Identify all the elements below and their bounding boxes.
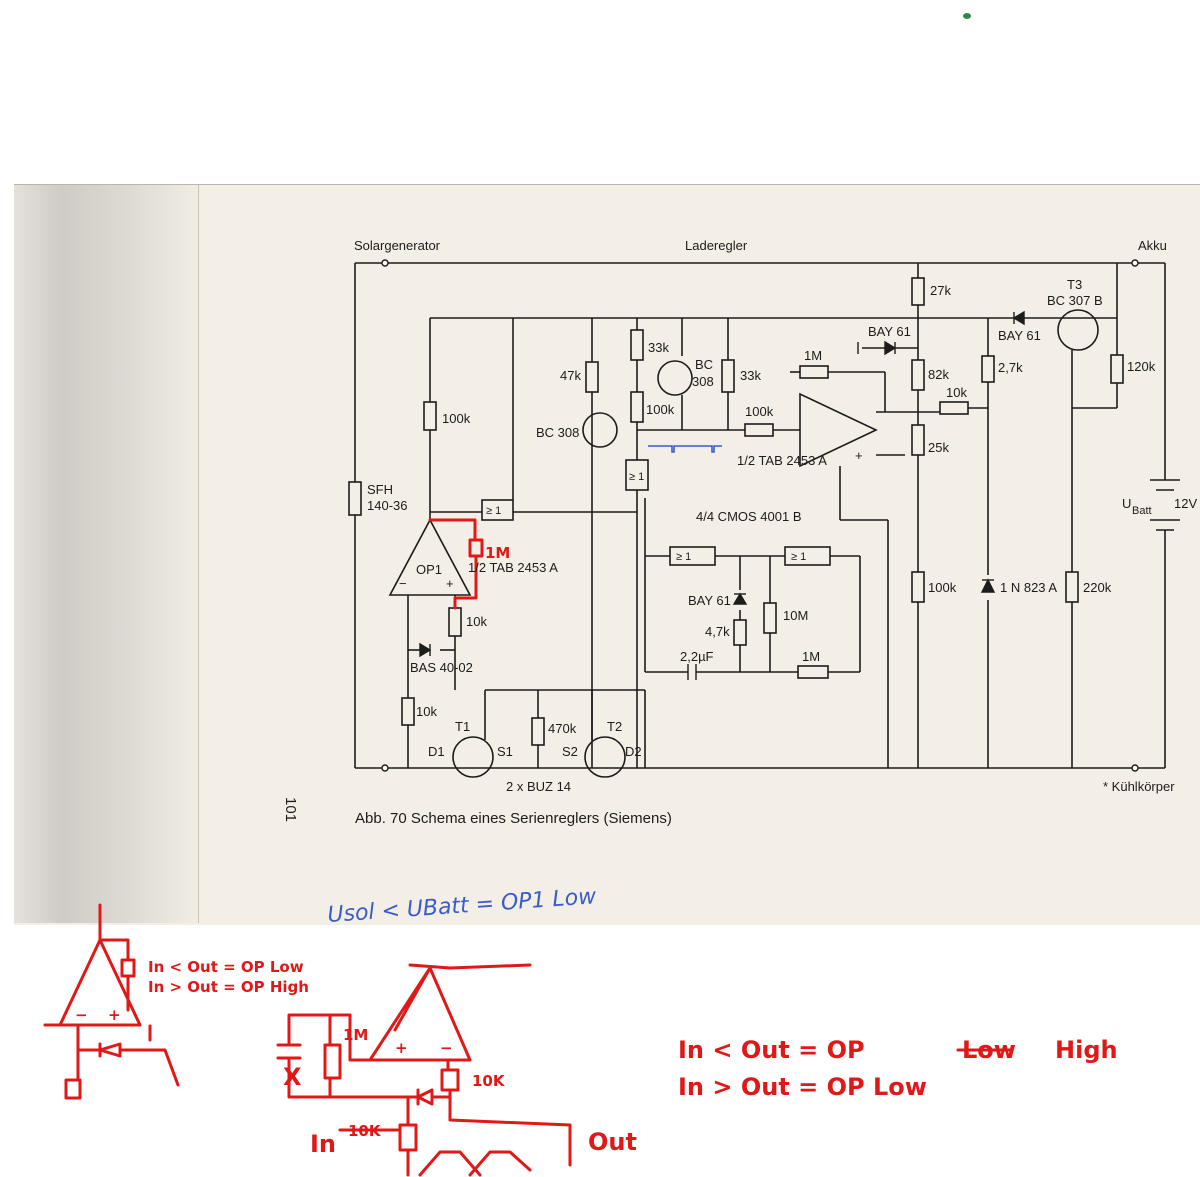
label-r1m-bot: 1M	[802, 649, 820, 664]
label-ubatt-sub: Batt	[1132, 505, 1152, 517]
label-r10k-b: 10k	[416, 704, 437, 719]
label-r1m-top: 1M	[804, 348, 822, 363]
label-r470k: 470k	[548, 721, 577, 736]
label-d1: D1	[428, 744, 445, 759]
resistors	[348, 277, 1124, 746]
label-r10m: 10M	[783, 608, 808, 623]
red-big-rule-1a: In < Out = OP	[678, 1036, 865, 1064]
label-r10k-h: 10k	[946, 385, 967, 400]
label-cmos: 4/4 CMOS 4001 B	[696, 509, 802, 524]
diodes	[419, 310, 1025, 680]
nor-gates	[481, 459, 831, 566]
red-left-minus: −	[75, 1006, 88, 1024]
label-bas: BAS 40-02	[410, 660, 473, 675]
label-op1: OP1	[416, 562, 442, 577]
label-1n823a: 1 N 823 A	[1000, 580, 1057, 595]
label-r10k-a: 10k	[466, 614, 487, 629]
label-12v: 12V	[1174, 496, 1197, 511]
red-big-rule-1b: High	[1055, 1036, 1118, 1064]
schematic-wires	[354, 262, 1180, 778]
red-sketch-center	[276, 963, 572, 1177]
red-rule-2: In > Out = OP High	[148, 978, 309, 996]
label-r100k-mid: 100k	[646, 402, 675, 417]
page-binding-shadow	[14, 185, 204, 923]
label-r27k: 27k	[930, 283, 951, 298]
label-r100k-r: 100k	[928, 580, 957, 595]
red-out: Out	[588, 1128, 637, 1156]
label-bay61-a: BAY 61	[868, 324, 911, 339]
label-op2-plus: +	[855, 448, 863, 463]
gate-labels: ≥ 1 ≥ 1 ≥ 1 ≥ 1	[486, 471, 806, 563]
red-rule-1: In < Out = OP Low	[148, 958, 304, 976]
red-center-plus: +	[395, 1039, 408, 1057]
label-r220k: 220k	[1083, 580, 1112, 595]
label-r100k-h: 100k	[745, 404, 774, 419]
label-buz: 2 x BUZ 14	[506, 779, 571, 794]
red-left-plus: +	[108, 1006, 121, 1024]
label-sfh: SFH	[367, 482, 393, 497]
label-c2-2: 2,2µF	[680, 649, 714, 664]
schematic-labels: Solargenerator Laderegler Akku SFH 140-3…	[282, 238, 1197, 827]
red-x: X	[283, 1063, 302, 1091]
gate-label-2: ≥ 1	[629, 471, 644, 483]
label-t3-type: BC 307 B	[1047, 293, 1103, 308]
label-r2-7k: 2,7k	[998, 360, 1023, 375]
ink-dot	[963, 13, 971, 19]
label-s2: S2	[562, 744, 578, 759]
label-r33k-a: 33k	[648, 340, 669, 355]
label-t3: T3	[1067, 277, 1082, 292]
blue-pulse-mark	[648, 445, 722, 453]
red-in: In	[310, 1130, 336, 1158]
red-big-rule-2: In > Out = OP Low	[678, 1073, 927, 1101]
label-bc-b-num: 308	[692, 374, 714, 389]
label-kuehlkoerper: * Kühlkörper	[1103, 779, 1175, 794]
label-op1-plus: +	[446, 576, 454, 591]
figure-caption: Abb. 70 Schema eines Serienreglers (Siem…	[355, 810, 672, 827]
label-tab-right: 1/2 TAB 2453 A	[737, 453, 827, 468]
page-number: 101	[282, 797, 299, 822]
label-ubatt: U	[1122, 496, 1131, 511]
red-center-minus: −	[440, 1039, 453, 1057]
label-r82k: 82k	[928, 367, 949, 382]
terminals	[381, 259, 1139, 772]
page-fold-line	[198, 185, 199, 923]
label-sfh-num: 140-36	[367, 498, 407, 513]
red-10k-b: 10K	[348, 1122, 382, 1140]
label-r4-7k: 4,7k	[705, 624, 730, 639]
label-r33k-b: 33k	[740, 368, 761, 383]
gate-label-3: ≥ 1	[676, 551, 691, 563]
label-akku: Akku	[1138, 238, 1167, 253]
label-t1: T1	[455, 719, 470, 734]
label-r120k: 120k	[1127, 359, 1156, 374]
label-t2: T2	[607, 719, 622, 734]
label-r100k-left: 100k	[442, 411, 471, 426]
gate-label-1: ≥ 1	[486, 505, 501, 517]
label-op1-minus: −	[399, 576, 407, 591]
red-1m-b: 1M	[343, 1026, 368, 1044]
label-solargenerator: Solargenerator	[354, 238, 441, 253]
gate-label-4: ≥ 1	[791, 551, 806, 563]
red-sketch-left	[43, 903, 180, 1100]
label-bc308-a: BC 308	[536, 425, 579, 440]
red-1m-a: 1M	[485, 544, 510, 562]
label-r47k: 47k	[560, 368, 581, 383]
book-page	[14, 184, 1200, 925]
red-10k-a: 10K	[472, 1072, 506, 1090]
label-tab-left: 1/2 TAB 2453 A	[468, 560, 558, 575]
label-bay61-b: BAY 61	[998, 328, 1041, 343]
red-big-rules: In < Out = OP Low High In > Out = OP Low	[678, 1036, 1118, 1101]
label-bc-b: BC	[695, 357, 713, 372]
label-r25k: 25k	[928, 440, 949, 455]
label-bay61-c: BAY 61	[688, 593, 731, 608]
red-markup-on-schematic	[428, 518, 484, 610]
blue-note: Usol < UBatt = OP1 Low	[327, 884, 598, 928]
label-s1: S1	[497, 744, 513, 759]
label-d2: D2	[625, 744, 642, 759]
label-laderegler: Laderegler	[685, 238, 748, 253]
